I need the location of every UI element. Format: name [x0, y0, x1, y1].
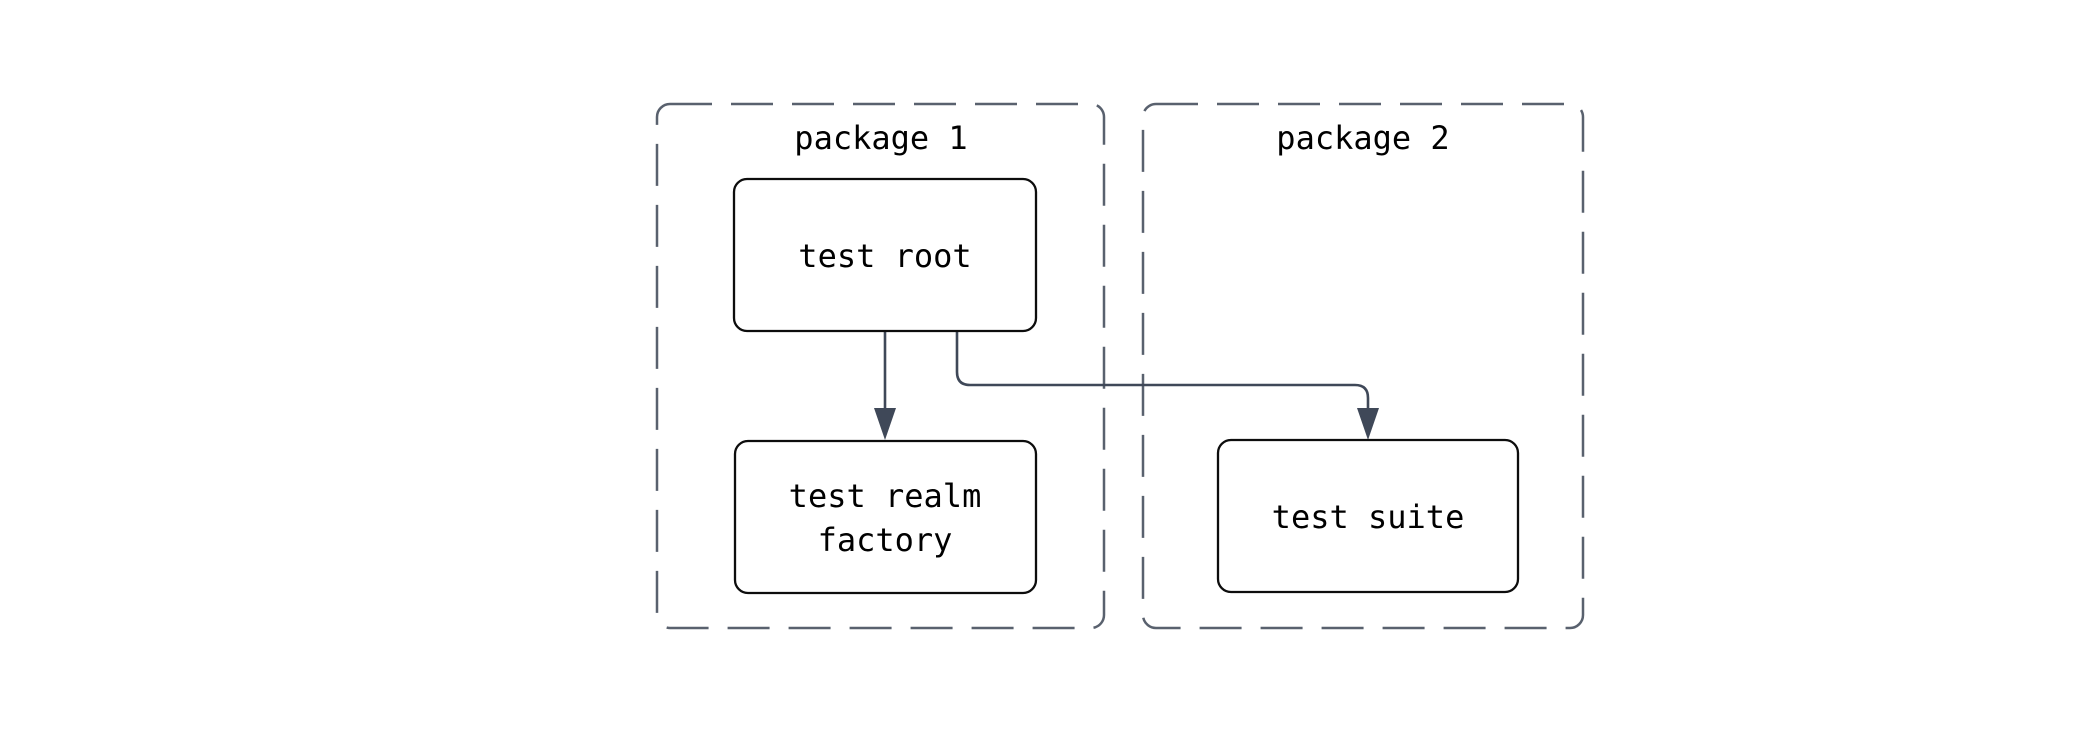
cluster-package-2-border	[1141, 102, 1585, 630]
node-test-realm-factory-label-line1: test realm	[789, 477, 982, 515]
cluster-package-2-label: package 2	[1276, 119, 1449, 157]
node-test-realm-factory: test realm factory	[733, 439, 1038, 595]
node-test-suite: test suite	[1216, 438, 1520, 594]
node-test-realm-factory-label-line2: factory	[818, 521, 953, 559]
cluster-package-2: package 2	[1141, 102, 1585, 630]
node-test-realm-factory-box	[733, 439, 1038, 595]
cluster-package-1: package 1	[655, 102, 1106, 630]
arrowhead-into-test-realm-factory	[874, 408, 896, 440]
edge-test-root-to-test-suite	[955, 331, 1379, 440]
edge-test-root-to-test-realm-factory	[874, 331, 896, 440]
node-test-suite-box	[1216, 438, 1520, 594]
arrowhead-into-test-suite	[1357, 408, 1379, 440]
cluster-package-1-border	[655, 102, 1106, 630]
cluster-package-1-label: package 1	[794, 119, 967, 157]
node-test-root-label: test root	[798, 237, 971, 275]
node-test-suite-label: test suite	[1272, 498, 1465, 536]
node-test-root: test root	[732, 177, 1038, 333]
node-test-root-box	[732, 177, 1038, 333]
edge-test-root-to-test-suite-line	[955, 331, 1370, 410]
